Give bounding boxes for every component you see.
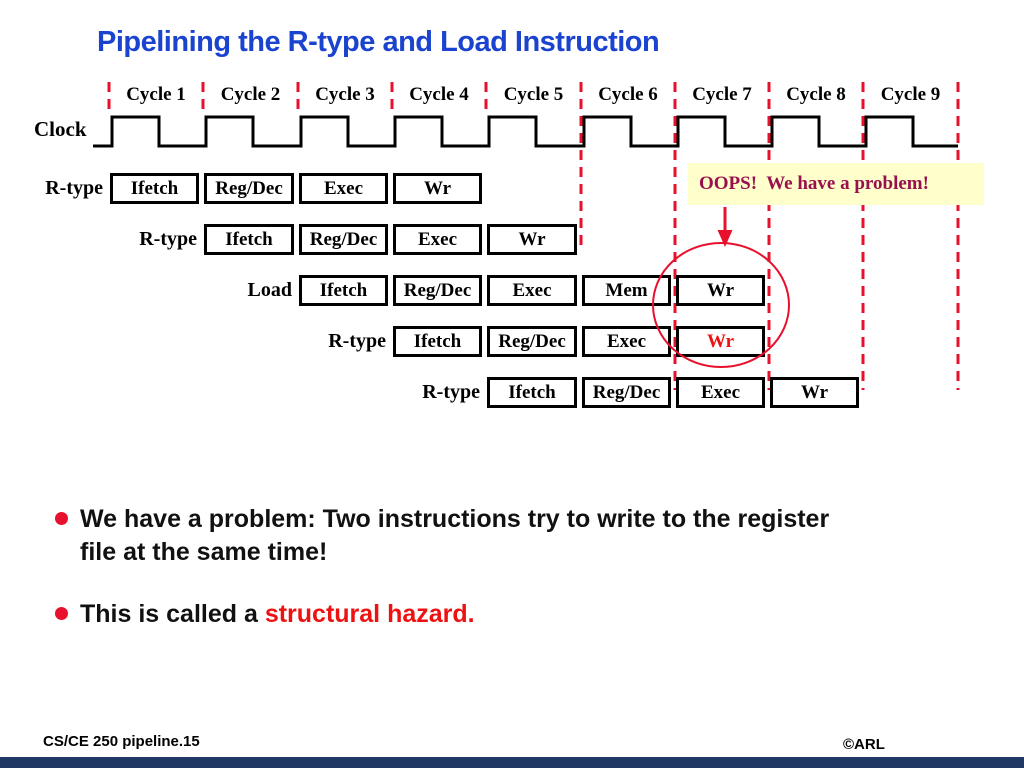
stage-box: Exec <box>582 326 671 357</box>
clock-label: Clock <box>34 117 87 141</box>
bullet-item: We have a problem: Two instructions try … <box>46 503 829 569</box>
bullet-text: This is called a structural hazard. <box>80 598 475 631</box>
hazard-highlight-text: structural hazard. <box>264 600 475 628</box>
bullet-segment: We have a problem: Two instructions try … <box>80 505 830 533</box>
slide-title: Pipelining the R-type and Load Instructi… <box>97 26 660 58</box>
cycle-label: Cycle 9 <box>880 84 941 105</box>
cycle-label: Cycle 2 <box>220 84 281 105</box>
bullet-segment: file at the same time! <box>80 538 328 566</box>
stage-box: Exec <box>676 377 765 408</box>
stage-box: Ifetch <box>393 326 482 357</box>
stage-box: Wr <box>487 224 577 255</box>
cycle-label: Cycle 7 <box>692 84 752 105</box>
cycle-label: Cycle 4 <box>409 84 469 105</box>
stage-box: Ifetch <box>299 275 388 306</box>
instruction-row-label: Load <box>247 279 292 301</box>
instruction-row-label: R-type <box>422 381 480 403</box>
instruction-row-label: R-type <box>139 228 197 250</box>
stage-box: Wr <box>676 275 765 306</box>
cycle-label: Cycle 1 <box>126 84 186 105</box>
stage-box: Reg/Dec <box>393 275 482 306</box>
cycle-label: Cycle 6 <box>598 84 658 105</box>
cycle-label: Cycle 3 <box>315 84 375 105</box>
instruction-row-label: R-type <box>45 177 103 199</box>
stage-box: Exec <box>393 224 482 255</box>
stage-box: Exec <box>487 275 577 306</box>
bullet-text-line: We have a problem: Two instructions try … <box>80 503 829 536</box>
stage-box: Ifetch <box>204 224 294 255</box>
footer-course-label: CS/CE 250 pipeline.15 <box>43 733 200 750</box>
bullet-text: We have a problem: Two instructions try … <box>80 503 829 569</box>
bullet-item: This is called a structural hazard. <box>46 598 475 631</box>
stage-box: Reg/Dec <box>582 377 671 408</box>
cycle-label: Cycle 5 <box>503 84 564 105</box>
stage-box: Ifetch <box>487 377 577 408</box>
stage-box: Reg/Dec <box>487 326 577 357</box>
bullet-dot-icon <box>55 512 68 525</box>
stage-box: Ifetch <box>110 173 199 204</box>
stage-box: Wr <box>393 173 482 204</box>
stage-box: Wr <box>676 326 765 357</box>
bullet-text-line: This is called a structural hazard. <box>80 598 475 631</box>
footer-copyright-label: ©ARL <box>843 736 885 753</box>
cycle-label: Cycle 8 <box>786 84 846 105</box>
bullet-dot-icon <box>55 607 68 620</box>
stage-box: Reg/Dec <box>204 173 294 204</box>
stage-box: Reg/Dec <box>299 224 388 255</box>
stage-box: Mem <box>582 275 671 306</box>
footer-bar <box>0 757 1024 768</box>
stage-box: Wr <box>770 377 859 408</box>
clock-waveform <box>93 115 958 148</box>
bullet-segment: This is called a <box>80 600 265 628</box>
oops-callout: OOPS! We have a problem! <box>688 163 984 205</box>
bullet-text-line: file at the same time! <box>80 536 829 569</box>
stage-box: Exec <box>299 173 388 204</box>
instruction-row-label: R-type <box>328 330 386 352</box>
